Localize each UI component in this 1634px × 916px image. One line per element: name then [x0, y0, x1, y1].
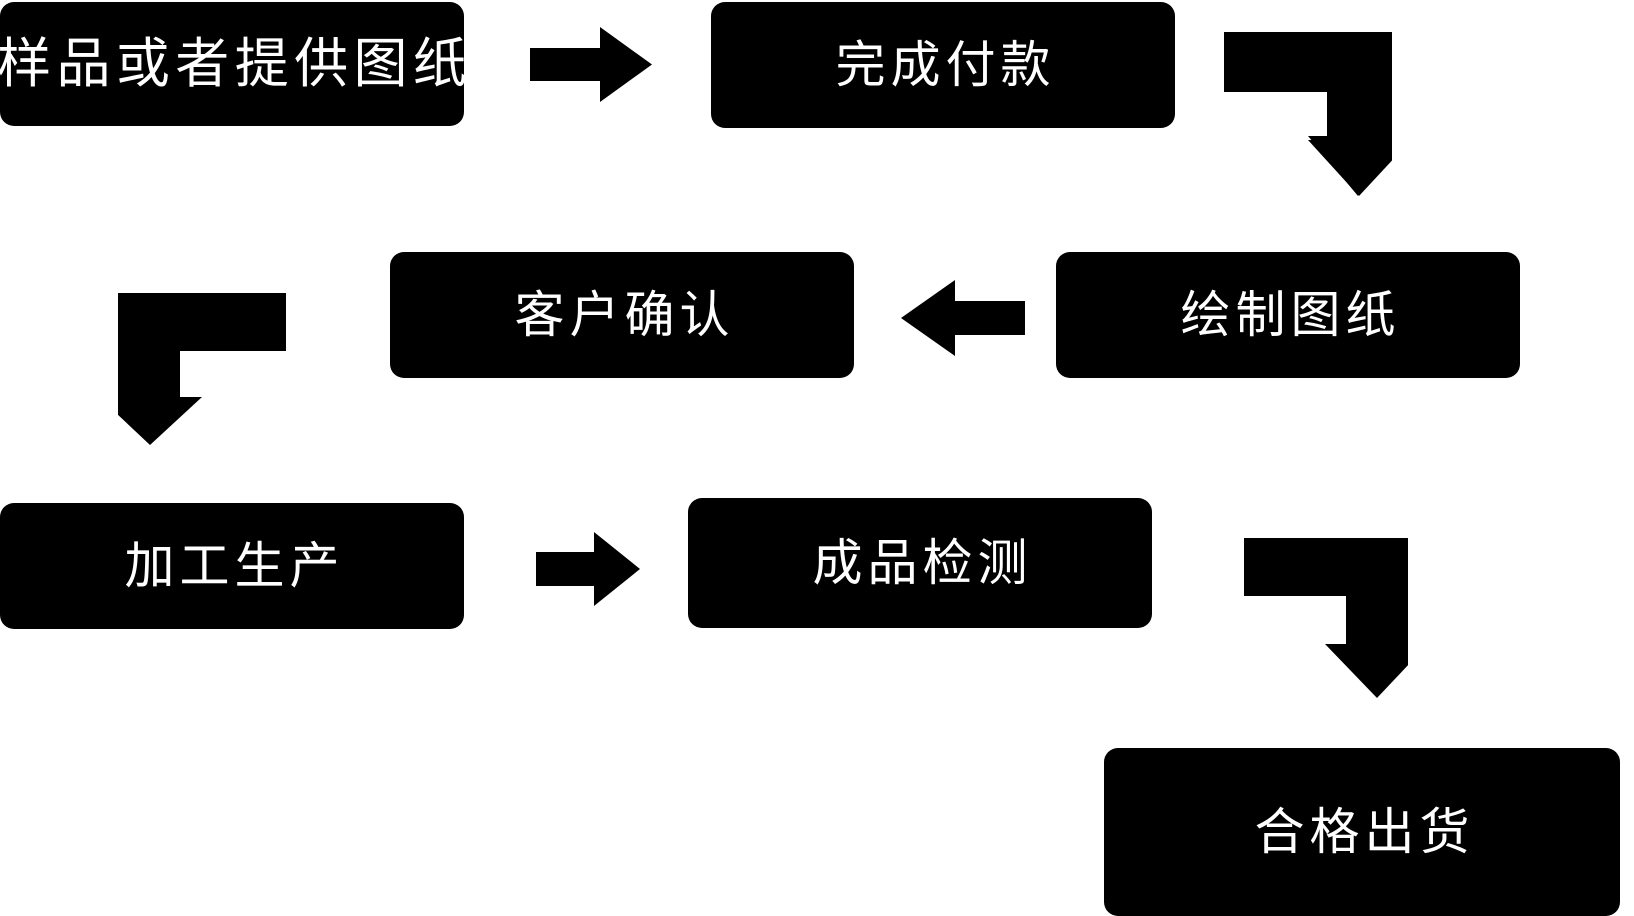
- flow-node-label: 成品检测: [812, 535, 1033, 591]
- flow-node-customer-confirm[interactable]: 客户确认: [390, 252, 854, 378]
- elbow-arrow-left-down-icon: [118, 293, 286, 445]
- flow-node-production[interactable]: 加工生产: [0, 503, 464, 629]
- flow-node-draw-drawing[interactable]: 绘制图纸: [1056, 252, 1520, 378]
- elbow-arrow-right-down-icon: [1244, 538, 1408, 698]
- flow-node-label: 加工生产: [124, 538, 345, 594]
- arrow-left-icon: [901, 280, 1025, 356]
- arrow-right-icon: [530, 27, 652, 102]
- flow-node-sample-or-drawing[interactable]: 样品或者提供图纸: [0, 2, 467, 126]
- elbow-arrow-right-down-icon: [1224, 32, 1392, 196]
- flow-node-finished-inspection[interactable]: 成品检测: [688, 498, 1152, 628]
- flow-node-label: 绘制图纸: [1180, 287, 1401, 343]
- arrow-right-icon: [536, 532, 640, 606]
- flow-node-complete-payment[interactable]: 完成付款: [711, 2, 1175, 128]
- flow-node-label: 样品或者提供图纸: [0, 34, 473, 94]
- flow-node-qualified-shipment[interactable]: 合格出货: [1104, 748, 1620, 916]
- flow-node-label: 完成付款: [835, 37, 1056, 93]
- flow-node-label: 合格出货: [1254, 804, 1475, 860]
- flow-node-label: 客户确认: [514, 287, 735, 343]
